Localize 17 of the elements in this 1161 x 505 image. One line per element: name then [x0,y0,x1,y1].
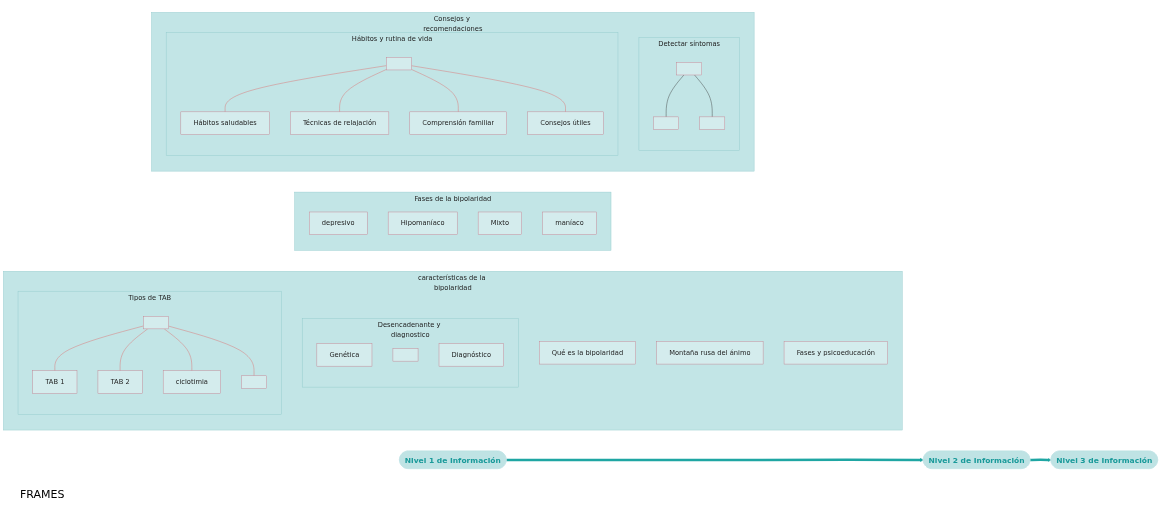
node-box [386,56,412,70]
connector [119,328,148,371]
connector [411,68,459,112]
connector [339,68,387,112]
connector [164,328,193,371]
node-box [699,116,725,130]
node-box [676,61,702,75]
connector [54,325,144,371]
note-label: FRAMES [20,488,65,501]
arrow [1030,457,1052,462]
connector [224,64,387,112]
connector [411,65,566,112]
node-box [653,116,679,130]
node-box [392,347,419,361]
node-box [241,375,267,389]
node-box [143,315,169,329]
connector [168,325,255,376]
